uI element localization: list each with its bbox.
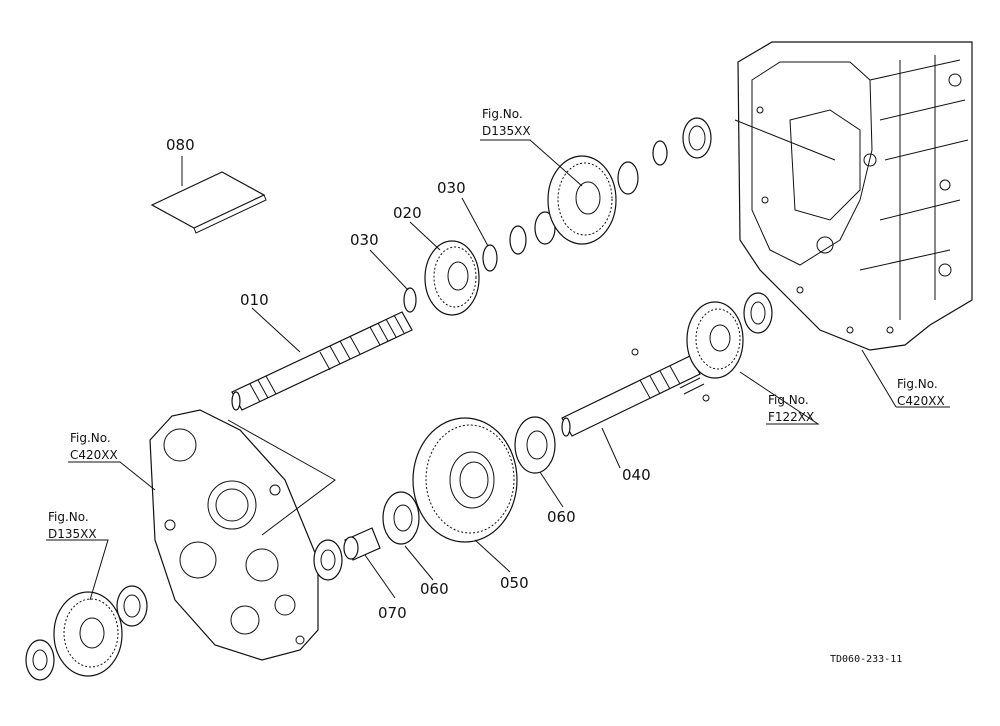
part-label-030b: 030: [437, 179, 466, 197]
transmission-case-drawing: [737, 41, 973, 351]
gear-050-drawing: [412, 417, 518, 543]
ref-c420xx-left-line2: C420XX: [70, 448, 118, 462]
snap-ring-030b-drawing: [482, 244, 498, 272]
gear-f122xx-drawing: [686, 292, 773, 379]
lower-left-parts-drawing: [25, 539, 343, 681]
ref-f122xx-line1: Fig.No.: [768, 393, 809, 407]
instruction-sheet-080-drawing: [150, 171, 267, 234]
washer-drawing: [509, 225, 527, 255]
part-label-060a: 060: [420, 580, 449, 598]
part-label-040: 040: [622, 466, 651, 484]
part-label-020: 020: [393, 204, 422, 222]
figure-references: Fig.No. D135XX Fig.No. C420XX Fig.No. D1…: [48, 107, 945, 541]
snap-ring-030a-drawing: [403, 287, 417, 313]
drawing-code: TD060-233-11: [830, 654, 902, 665]
part-label-060b: 060: [547, 508, 576, 526]
gear-020-drawing: [424, 240, 480, 316]
part-label-030a: 030: [350, 231, 379, 249]
bearing-060b-drawing: [514, 416, 556, 474]
shaft-040-drawing: [561, 348, 710, 437]
shaft-010-drawing: [231, 311, 413, 411]
ref-d135xx-upper-line1: Fig.No.: [482, 107, 523, 121]
spacer-070-drawing: [343, 527, 381, 561]
part-labels: 080 010 030 020 030 040 060 050 060 070: [166, 136, 651, 622]
ref-c420xx-left-line1: Fig.No.: [70, 431, 111, 445]
ref-d135xx-lower-line1: Fig.No.: [48, 510, 89, 524]
ref-c420xx-right-line2: C420XX: [897, 394, 945, 408]
ref-d135xx-lower-line2: D135XX: [48, 527, 97, 541]
gear-d135xx-upper-drawing: [547, 117, 712, 245]
bearing-060a-drawing: [382, 491, 420, 545]
leader-lines: [46, 119, 950, 601]
gear-case-plate-drawing: [149, 409, 319, 661]
ref-f122xx-line2: F122XX: [768, 410, 814, 424]
part-label-050: 050: [500, 574, 529, 592]
part-label-080: 080: [166, 136, 195, 154]
ref-d135xx-upper-line2: D135XX: [482, 124, 531, 138]
part-label-070: 070: [378, 604, 407, 622]
ref-c420xx-right-line1: Fig.No.: [897, 377, 938, 391]
part-label-010: 010: [240, 291, 269, 309]
needle-bearing-drawing: [534, 211, 556, 245]
